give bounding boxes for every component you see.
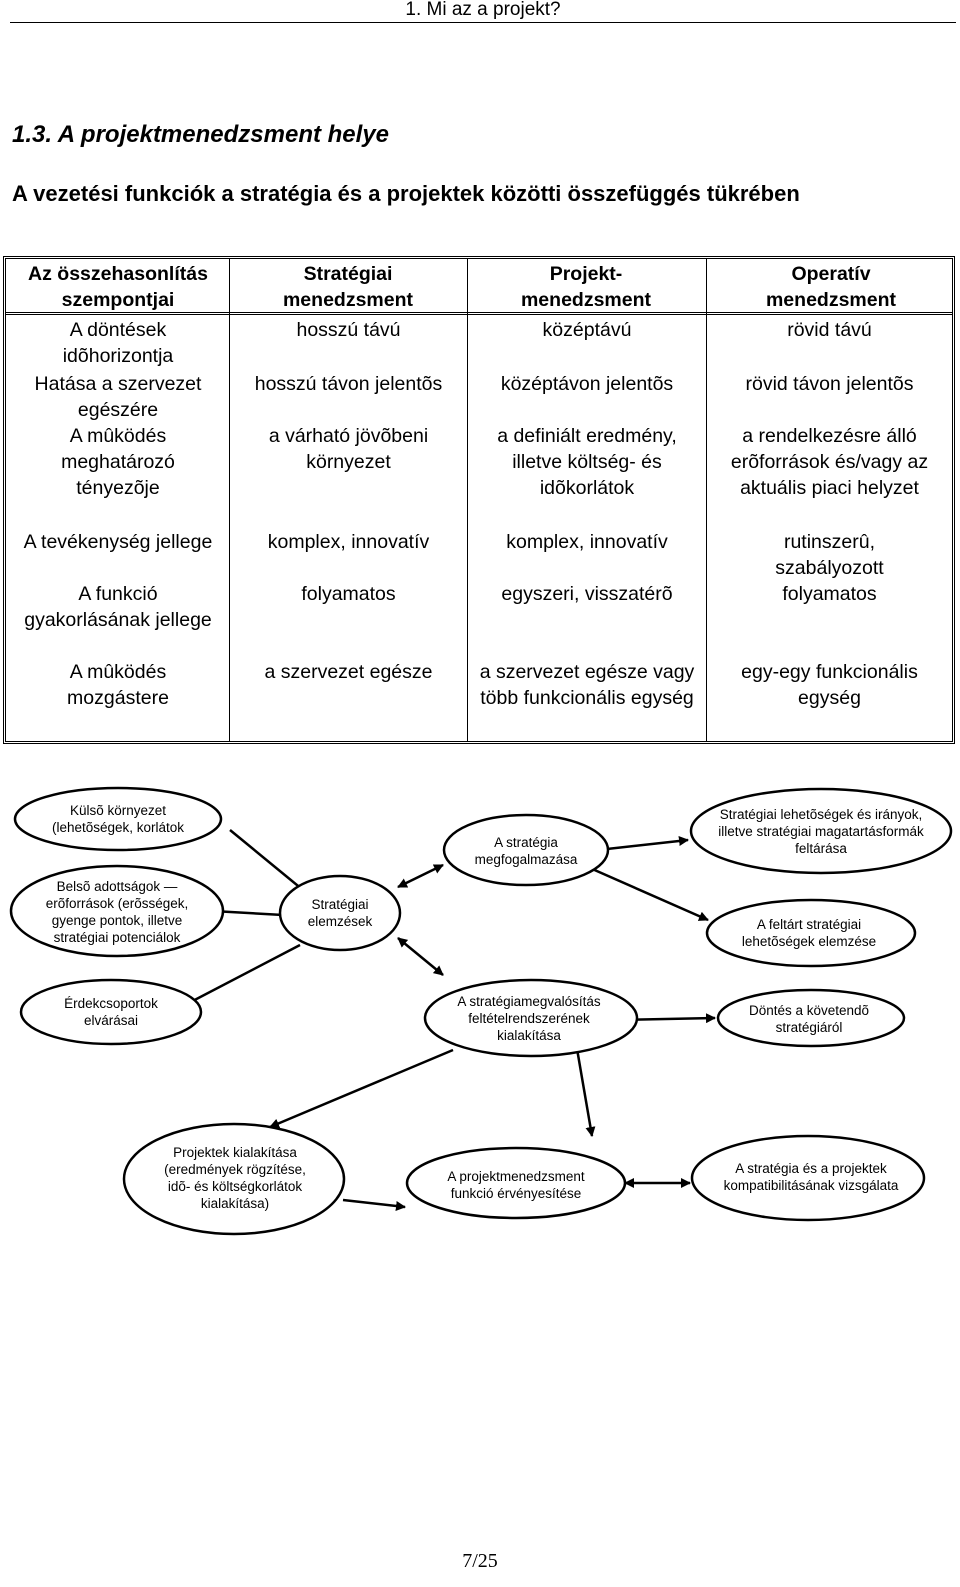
table-cell-project: középtávú (542, 319, 632, 341)
node-shape (716, 988, 906, 1048)
header-divider (6, 312, 952, 315)
table-cell-project: a definiált eredmény, illetve költség- é… (497, 425, 677, 499)
connector-arrow (574, 1042, 596, 1137)
table-cell-strategic: hosszú távú (296, 319, 401, 341)
comparison-table: Az összehasonlítás szempontjai Stratégia… (3, 256, 955, 744)
node-shape (9, 864, 225, 958)
running-header: 1. Mi az a projekt? (10, 0, 956, 23)
node-shape (13, 786, 223, 852)
node-stakeholder-expectations: Érdekcsoportok elvárásai (64, 996, 158, 1028)
connector-arrow (269, 1048, 454, 1129)
table-cell-project: egyszeri, visszatérõ (501, 583, 673, 605)
table-cell-project: komplex, innovatív (506, 531, 668, 553)
node-strategy-decision: Döntés a követendõ stratégiáról (748, 1003, 870, 1035)
node-shape (705, 898, 917, 968)
connector-arrow (397, 937, 444, 976)
node-shape (19, 978, 203, 1046)
table-cell-strategic: folyamatos (301, 583, 396, 605)
table-cell-operative: a rendelkezésre álló erõforrások és/vagy… (730, 425, 929, 499)
connector-arrow (597, 836, 689, 854)
table-header-strategic: Stratégiai menedzsment (282, 263, 414, 311)
table-header-criteria: Az összehasonlítás szempontjai (28, 263, 208, 311)
table-cell-project: a szervezet egésze vagy több funkcionáli… (479, 661, 695, 709)
node-project-design: Projektek kialakítása (eredmények rögzít… (164, 1145, 306, 1211)
connector-arrow (397, 863, 444, 889)
table-header-project: Projekt-menedzsment (520, 263, 652, 311)
connector-arrow (342, 1198, 406, 1211)
connector-line (184, 943, 301, 1007)
node-compatibility-check: A stratégia és a projektek kompatibilitá… (723, 1161, 899, 1193)
section-subtitle: A vezetési funkciók a stratégia és a pro… (12, 181, 800, 206)
table-cell-operative: rövid távon jelentõs (745, 373, 914, 395)
node-shape (278, 874, 402, 952)
node-external-environment: Külsõ környezet (lehetõségek, korlátok (51, 803, 185, 835)
node-shape (442, 813, 610, 887)
table-cell-strategic: hosszú távon jelentõs (254, 373, 443, 395)
diagram-connectors (9, 786, 953, 1236)
column-divider (467, 259, 468, 741)
table-cell-strategic: komplex, innovatív (267, 531, 430, 553)
table-row-criteria: Hatása a szervezet egészére (34, 373, 202, 421)
node-shape (690, 1134, 926, 1222)
table-row-criteria: A tevékenység jellege (23, 531, 213, 553)
table-cell-strategic: a szervezet egésze (264, 661, 433, 683)
column-divider (706, 259, 707, 741)
node-options-analysis: A feltárt stratégiai lehetõségek elemzés… (741, 917, 877, 949)
node-shape (423, 978, 639, 1058)
table-row-criteria: A döntések idõhorizontja (62, 319, 174, 367)
node-shape (405, 1146, 627, 1220)
node-internal-resources: Belsõ adottságok — erõforrások (erõssége… (45, 879, 189, 945)
column-divider (229, 259, 230, 741)
connector-arrow (589, 866, 709, 922)
node-strategy-formulation: A stratégia megfogalmazása (474, 835, 578, 867)
node-strategic-analyses: Stratégiai elemzések (307, 897, 373, 929)
table-row-criteria: A funkció gyakorlásának jellege (24, 583, 212, 631)
node-shape (689, 787, 953, 875)
table-cell-operative: egy-egy funkcionális egység (741, 661, 918, 709)
section-title: 1.3. A projektmenedzsment helye (12, 121, 390, 148)
table-cell-project: középtávon jelentõs (500, 373, 674, 395)
node-implementation-framework: A stratégiamegvalósítás feltételrendszer… (457, 993, 601, 1043)
table-cell-strategic: a várható jövõbeni környezet (268, 425, 429, 473)
table-cell-operative: folyamatos (782, 583, 877, 605)
node-shape (122, 1122, 346, 1236)
table-header-operative: Operatív menedzsment (765, 263, 897, 311)
connector-line (229, 829, 304, 891)
table-row-criteria: A mûködés mozgástere (67, 661, 169, 709)
page-number: 7/25 (462, 1550, 498, 1572)
table-row-criteria: A mûködés meghatározó tényezõje (61, 425, 175, 499)
table-cell-operative: rutinszerû, szabályozott (775, 531, 884, 579)
node-strategic-options-exploration: Stratégiai lehetõségek és irányok, illet… (718, 806, 924, 856)
table-cell-operative: rövid távú (787, 319, 872, 341)
node-project-management-function: A projektmenedzsment funkció érvényesíté… (447, 1169, 585, 1201)
strategy-process-diagram: Külsõ környezet (lehetõségek, korlátok B… (0, 780, 960, 1260)
